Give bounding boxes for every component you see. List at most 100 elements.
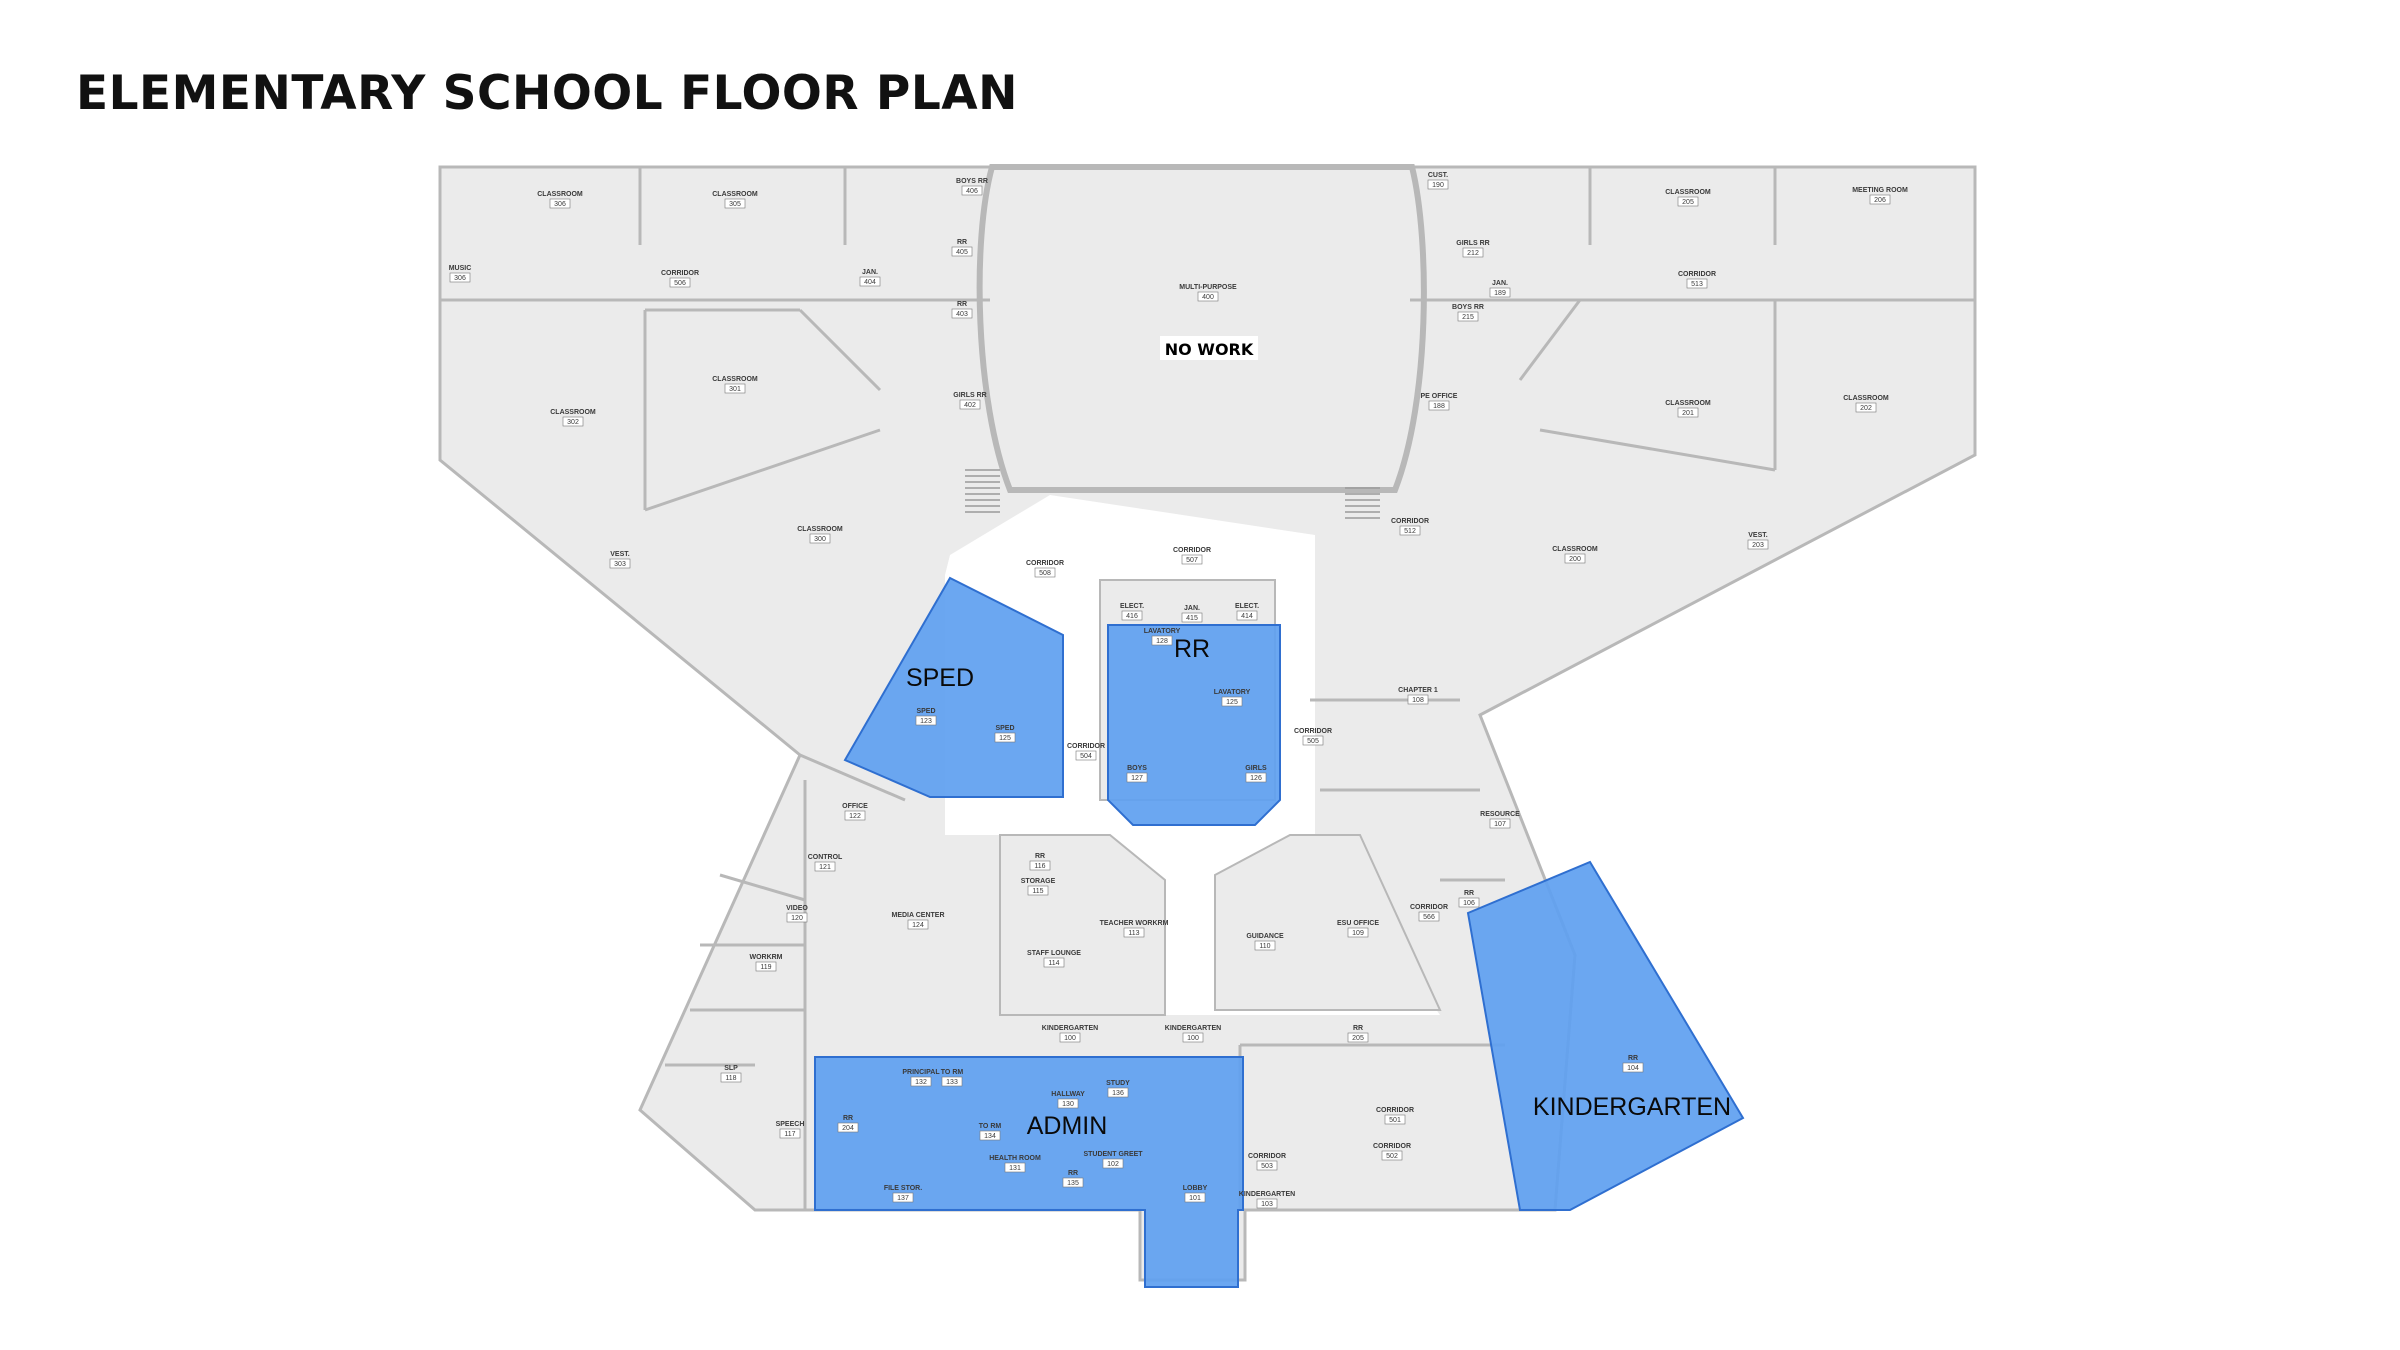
room-number: 127 — [1131, 775, 1143, 782]
room-number: 116 — [1034, 863, 1045, 870]
room-number: 133 — [946, 1079, 958, 1086]
room-number-box — [755, 961, 777, 972]
room-number: 130 — [1062, 1101, 1074, 1108]
room-label: ELECT. — [1235, 603, 1259, 610]
room-label: WORKRM — [749, 954, 782, 961]
room-label: CONTROL — [808, 854, 843, 861]
room-elect--416: ELECT.416 — [1120, 603, 1144, 621]
no-work-label: NO WORK — [1165, 340, 1254, 359]
room-label: CLASSROOM — [537, 191, 583, 198]
zone-kindergarten[interactable]: KINDERGARTEN — [1466, 860, 1745, 1211]
zone-admin[interactable]: ADMIN — [814, 1056, 1244, 1288]
room-label: LAVATORY — [1214, 689, 1251, 696]
room-number: 206 — [1874, 197, 1886, 204]
room-number: 104 — [1627, 1065, 1639, 1072]
room-number: 190 — [1432, 182, 1444, 189]
room-number: 406 — [966, 188, 978, 195]
room-label: STAFF LOUNGE — [1027, 950, 1081, 957]
room-label: ESU OFFICE — [1337, 920, 1379, 927]
room-label: STUDY — [1106, 1080, 1130, 1087]
room-number-box — [549, 198, 571, 209]
room-number: 188 — [1433, 403, 1445, 410]
room-label: RR — [1353, 1025, 1363, 1032]
room-number-box — [837, 1122, 859, 1133]
room-number: 120 — [791, 915, 803, 922]
room-label: RR — [1464, 890, 1474, 897]
room-label: CORRIDOR — [1391, 518, 1429, 525]
room-vest--303: VEST.303 — [609, 551, 631, 569]
room-number-box — [1236, 610, 1258, 621]
room-number-box — [1427, 179, 1449, 190]
room-number-box — [859, 276, 881, 287]
room-label: HALLWAY — [1051, 1091, 1085, 1098]
room-label: SLP — [724, 1065, 738, 1072]
room-label: CUST. — [1428, 172, 1448, 179]
room-number-box — [1564, 553, 1586, 564]
room-label: CLASSROOM — [1552, 546, 1598, 553]
room-number-box — [959, 399, 981, 410]
room-hallway-130: HALLWAY 130 — [1051, 1091, 1085, 1109]
zone-label-sped: SPED — [906, 664, 974, 692]
room-label: VEST. — [610, 551, 630, 558]
room-labels: CLASSROOM306CLASSROOM305MUSIC306CORRIDOR… — [449, 172, 1908, 1209]
room-label: RESOURCE — [1480, 811, 1520, 818]
room-label: CORRIDOR — [1067, 743, 1105, 750]
room-number-box — [907, 919, 929, 930]
room-label: CORRIDOR — [661, 270, 699, 277]
zone-label-kindergarten: KINDERGARTEN — [1533, 1093, 1731, 1121]
zone-label-rr: RR — [1174, 635, 1210, 663]
room-number-box — [1181, 612, 1203, 623]
zone-rr[interactable]: RR — [1107, 624, 1281, 826]
room-number: 305 — [729, 201, 741, 208]
room-number-box — [1428, 400, 1450, 411]
stairs-east — [1345, 487, 1380, 519]
room-label: CORRIDOR — [1173, 547, 1211, 554]
room-number: 200 — [1569, 556, 1581, 563]
room-number: 202 — [1860, 405, 1872, 412]
room-number-box — [1462, 247, 1484, 258]
room-label: CLASSROOM — [712, 191, 758, 198]
room-number-box — [814, 861, 836, 872]
room-number-box — [1407, 694, 1429, 705]
room-number-box — [979, 1130, 1001, 1141]
room-cust--190: CUST. 190 — [1427, 172, 1449, 190]
room-label: HEALTH ROOM — [989, 1155, 1041, 1162]
room-number-box — [1197, 291, 1219, 302]
room-number: 513 — [1691, 281, 1703, 288]
room-label: GUIDANCE — [1246, 933, 1284, 940]
room-label: RR — [1035, 853, 1045, 860]
room-number-box — [1347, 1032, 1369, 1043]
room-label: FILE STOR. — [884, 1185, 922, 1192]
room-number-box — [1062, 1177, 1084, 1188]
room-label: CLASSROOM — [550, 409, 596, 416]
room-number-box — [720, 1072, 742, 1083]
room-number-box — [1347, 927, 1369, 938]
room-number: 302 — [567, 419, 579, 426]
room-number-box — [994, 732, 1016, 743]
room-label: CLASSROOM — [797, 526, 843, 533]
room-label: CLASSROOM — [1665, 400, 1711, 407]
room-number-box — [1418, 911, 1440, 922]
room-number-box — [1686, 278, 1708, 289]
room-label: KINDERGARTEN — [1239, 1191, 1295, 1198]
room-number: 301 — [729, 386, 741, 393]
room-number-box — [1107, 1087, 1129, 1098]
room-number-box — [1221, 696, 1243, 707]
room-label: BOYS RR — [1452, 304, 1484, 311]
